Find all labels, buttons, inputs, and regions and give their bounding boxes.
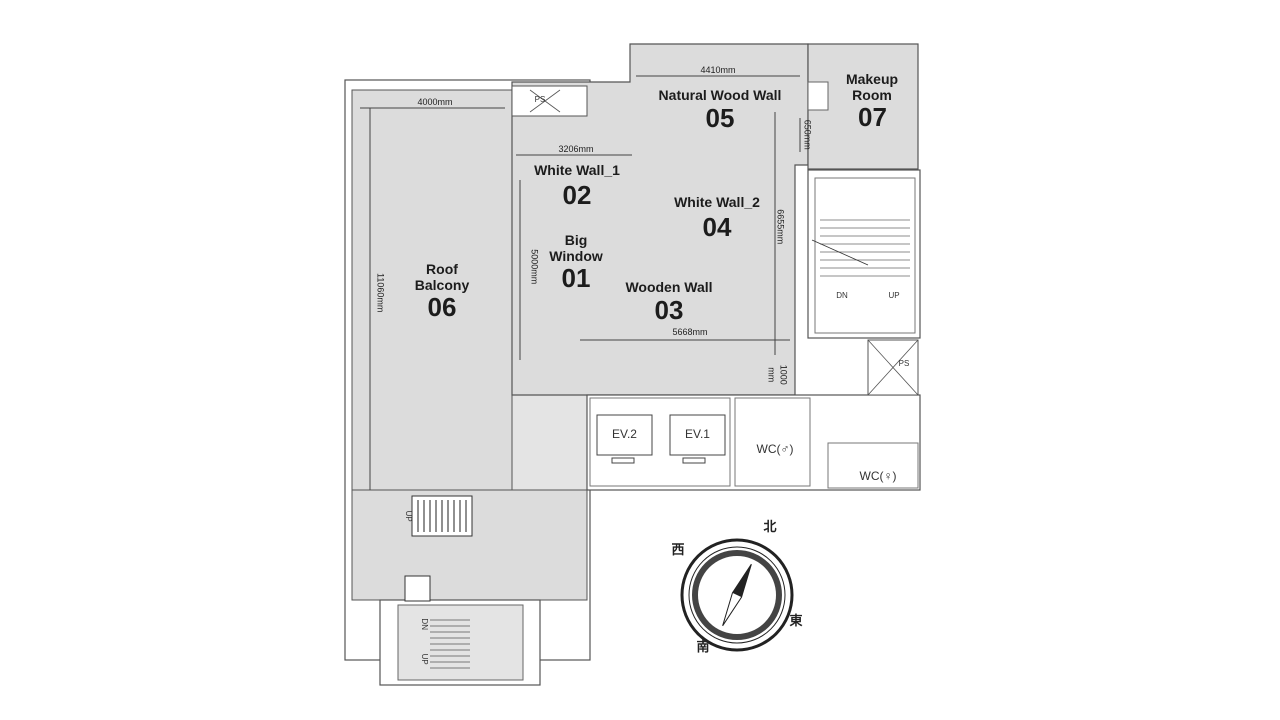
compass <box>680 538 794 652</box>
dimension-lines <box>360 75 801 490</box>
bottom-stair-up-label: UP <box>420 653 430 665</box>
compass-needle <box>722 563 752 627</box>
room-01-number: 01 <box>561 263 591 293</box>
dim-white-wall-2: 6655mm <box>775 209 786 245</box>
wc-male-label: WC(♂) <box>756 442 794 456</box>
stair-core-right-inner <box>814 177 916 334</box>
room-07-name-line2: Room <box>852 87 892 103</box>
dim-white-wall-1: 3206mm <box>558 144 594 154</box>
room-05-number: 05 <box>705 103 735 133</box>
ev2-door <box>611 457 635 464</box>
dim-window-height: 5000mm <box>529 249 540 285</box>
dim-wooden-wall: 5668mm <box>672 327 708 337</box>
dim-wood-wall-width: 4410mm <box>700 65 736 75</box>
room-07-number: 07 <box>858 102 887 132</box>
bottom-stair-dn-label: DN <box>420 618 430 630</box>
ps-top-label: PS <box>534 95 546 104</box>
dim-makeup-gap: 650mm <box>802 119 813 150</box>
room-01-name: Big <box>564 232 588 248</box>
room-03-name: Wooden Wall <box>625 279 713 295</box>
bottom-stair-landing <box>404 575 431 602</box>
compass-north: 北 <box>763 519 777 534</box>
room-05-name: Natural Wood Wall <box>658 87 782 103</box>
room-03-number: 03 <box>654 295 684 325</box>
wc-male-room <box>734 397 811 487</box>
room-01-name-line2: Window <box>549 248 603 264</box>
balcony-stair <box>411 495 473 537</box>
room-04-number: 04 <box>702 212 732 242</box>
stair-core-right-treads <box>820 219 910 277</box>
ps-right-label: PS <box>898 359 910 368</box>
ev2-label: EV.2 <box>612 427 637 441</box>
compass-east: 東 <box>789 613 803 628</box>
wc-female-label: WC(♀) <box>859 469 897 483</box>
compass-south: 南 <box>696 639 710 654</box>
ev1-label: EV.1 <box>685 427 710 441</box>
ev1-car <box>669 414 726 456</box>
room-06-name-line2: Balcony <box>414 277 470 293</box>
room-06-name: Roof <box>426 261 458 277</box>
dim-balcony-width: 4000mm <box>417 97 453 107</box>
room-04-name: White Wall_2 <box>674 194 760 210</box>
bottom-stair-treads <box>430 619 470 669</box>
room-06-number: 06 <box>427 292 457 322</box>
room-02-number: 02 <box>562 180 592 210</box>
stair-up-label: UP <box>888 291 900 300</box>
balcony-side-strip <box>511 394 588 491</box>
balcony-stair-up-label: UP <box>404 510 414 522</box>
stair-dn-label: DN <box>836 291 848 300</box>
wc-female-room <box>827 442 919 489</box>
dim-corridor-gap: 1000 <box>778 364 789 385</box>
bottom-stair-core <box>397 604 524 681</box>
ev1-door <box>682 457 706 464</box>
compass-west: 西 <box>671 542 685 557</box>
dim-corridor-gap-unit: mm <box>766 367 777 383</box>
room-07-name: Makeup <box>845 71 899 87</box>
ev2-car <box>596 414 653 456</box>
dim-balcony-length: 11060mm <box>375 273 386 313</box>
ps-shaft-top <box>511 85 588 117</box>
makeup-pillar <box>807 81 829 111</box>
room-02-name: White Wall_1 <box>534 162 620 178</box>
